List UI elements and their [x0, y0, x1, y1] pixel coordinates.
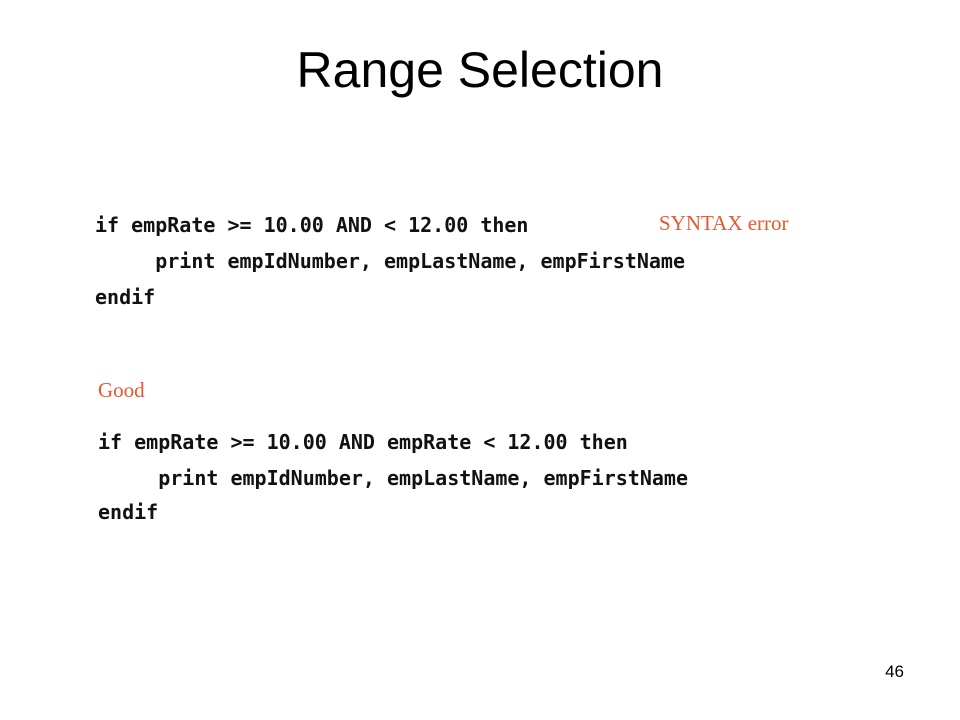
syntax-error-annotation: SYNTAX error — [659, 211, 789, 235]
code-line-bad-2: print empIdNumber, empLastName, empFirst… — [95, 249, 686, 273]
slide-title: Range Selection — [296, 42, 664, 98]
page-number: 46 — [885, 662, 904, 681]
code-line-good-1: if empRate >= 10.00 AND empRate < 12.00 … — [98, 430, 628, 454]
good-annotation: Good — [98, 378, 145, 402]
code-line-bad-1: if empRate >= 10.00 AND < 12.00 then — [95, 213, 529, 237]
code-line-good-3: endif — [98, 500, 159, 524]
code-line-good-2: print empIdNumber, empLastName, empFirst… — [98, 466, 689, 490]
code-line-bad-3: endif — [95, 285, 156, 309]
